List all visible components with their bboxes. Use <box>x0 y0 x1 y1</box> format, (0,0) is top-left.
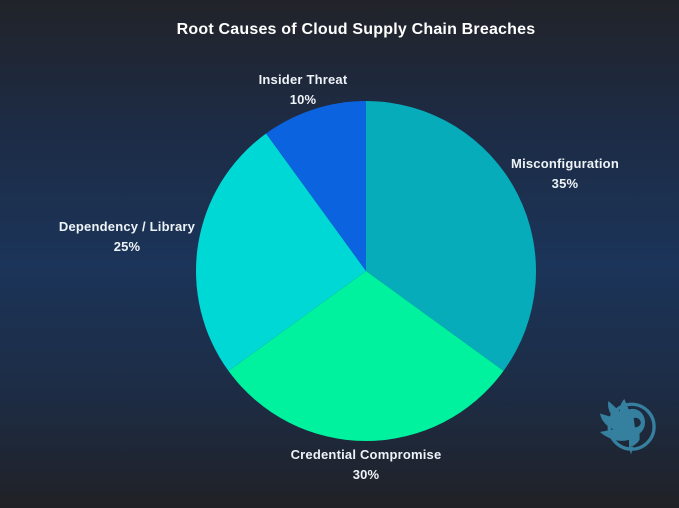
pie-label-dependency-library: Dependency / Library 25% <box>59 217 195 257</box>
logo-wing <box>599 399 629 441</box>
logo-tail <box>629 446 634 455</box>
pie-label-text: Credential Compromise <box>290 447 442 462</box>
pie-label-insider-threat: Insider Threat 10% <box>259 70 348 110</box>
pie-chart <box>196 101 536 441</box>
pie-label-pct: 30% <box>352 467 380 482</box>
pie-label-pct: 25% <box>113 239 141 254</box>
pie-label-text: Dependency / Library <box>58 219 196 234</box>
pie-slice-misconfiguration <box>366 101 536 371</box>
chart-title: Root Causes of Cloud Supply Chain Breach… <box>176 21 536 38</box>
brand-logo <box>596 399 662 465</box>
pie-label-text: Misconfiguration <box>511 156 619 171</box>
pie-slice-credential-compromise <box>228 271 504 441</box>
pie-label-pct: 35% <box>551 176 579 191</box>
pie-label-pct: 10% <box>289 92 317 107</box>
pie-label-credential-compromise: Credential Compromise 30% <box>291 445 442 485</box>
pie-slice-insider-threat <box>266 101 366 271</box>
winged-helmet-icon <box>599 399 656 455</box>
pie-label-text: Insider Threat <box>258 72 348 87</box>
pie-slice-dependency-library <box>196 133 366 371</box>
pie-label-misconfiguration: Misconfiguration 35% <box>511 154 619 194</box>
logo-helmet <box>622 408 645 448</box>
